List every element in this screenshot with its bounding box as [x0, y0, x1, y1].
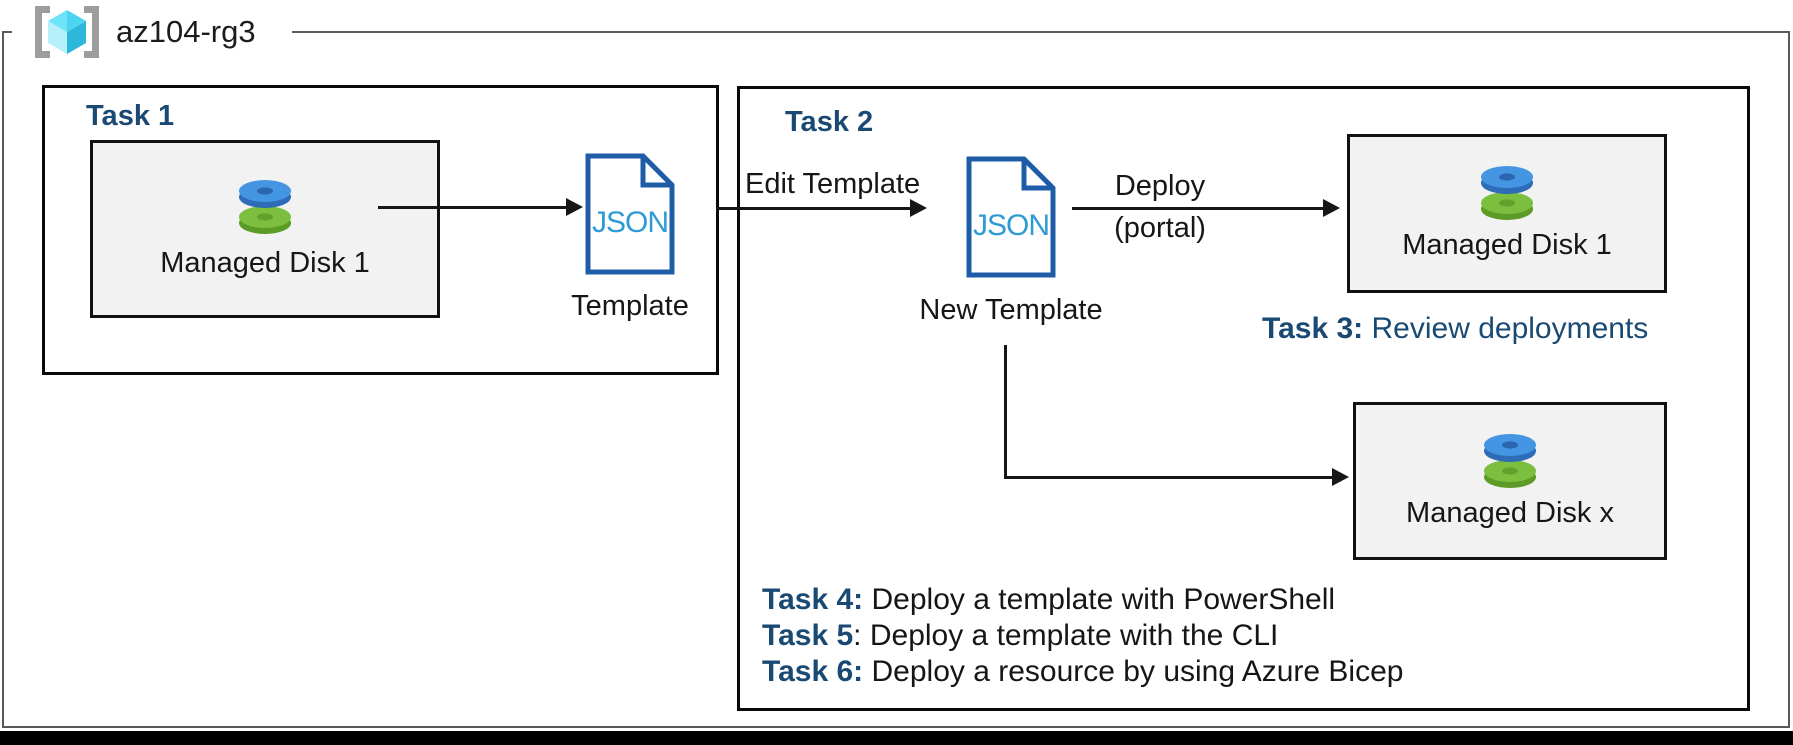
task5-line: Task 5: Deploy a template with the CLI [762, 618, 1403, 654]
task6-prefix: Task 6: [762, 655, 864, 688]
task2-title: Task 2 [785, 106, 874, 138]
json-new-template-icon: JSON [966, 156, 1056, 283]
managed-disk-x-box: Managed Disk x [1353, 402, 1667, 560]
svg-text:JSON: JSON [592, 206, 668, 239]
svg-text:JSON: JSON [973, 209, 1049, 242]
task-list: Task 4: Deploy a template with PowerShel… [762, 582, 1403, 690]
arrowhead-deploy [1323, 199, 1340, 217]
resource-group-header: az104-rg3 [12, 2, 292, 62]
resource-group-name: az104-rg3 [116, 14, 256, 49]
arrow-edit-template [716, 207, 912, 210]
task4-prefix: Task 4: [762, 583, 864, 616]
task3-text: Review deployments [1363, 312, 1649, 345]
json-template-icon: JSON [585, 153, 675, 280]
connector-newtemplate-right [1004, 476, 1334, 479]
task5-text: : Deploy a template with the CLI [853, 619, 1279, 652]
new-template-label: New Template [919, 294, 1103, 326]
portal-label: (portal) [1114, 212, 1206, 244]
managed-disk-icon [1482, 433, 1538, 489]
arrowhead-disk-to-template [566, 198, 583, 216]
arrow-deploy [1072, 207, 1325, 210]
managed-disk-1-label: Managed Disk 1 [160, 246, 370, 279]
arrowhead-edit-template [910, 199, 927, 217]
arrowhead-newtemplate-diskx [1332, 468, 1349, 486]
edit-template-label: Edit Template [745, 168, 921, 200]
task4-line: Task 4: Deploy a template with PowerShel… [762, 582, 1403, 618]
arrow-disk-to-template [378, 206, 568, 209]
task6-text: Deploy a resource by using Azure Bicep [863, 655, 1404, 688]
managed-disk-x-label: Managed Disk x [1406, 496, 1614, 529]
resource-group-icon [33, 4, 101, 60]
managed-disk-1-box: Managed Disk 1 [90, 140, 440, 318]
managed-disk-icon [1479, 165, 1535, 221]
deploy-label: Deploy [1114, 170, 1206, 202]
template-label: Template [571, 290, 689, 322]
task1-title: Task 1 [86, 100, 175, 132]
managed-disk-1-deployed-box: Managed Disk 1 [1347, 134, 1667, 293]
task6-line: Task 6: Deploy a resource by using Azure… [762, 654, 1403, 690]
bottom-black-bar [0, 731, 1793, 745]
task5-prefix: Task 5 [762, 619, 854, 652]
task3-prefix: Task 3: [1262, 312, 1364, 345]
task4-text: Deploy a template with PowerShell [863, 583, 1336, 616]
managed-disk-icon [237, 179, 293, 235]
task3-caption: Task 3: Review deployments [1262, 312, 1648, 346]
connector-newtemplate-down [1004, 345, 1007, 479]
managed-disk-1-deployed-label: Managed Disk 1 [1402, 229, 1612, 261]
resource-group-boundary [2, 31, 1790, 728]
